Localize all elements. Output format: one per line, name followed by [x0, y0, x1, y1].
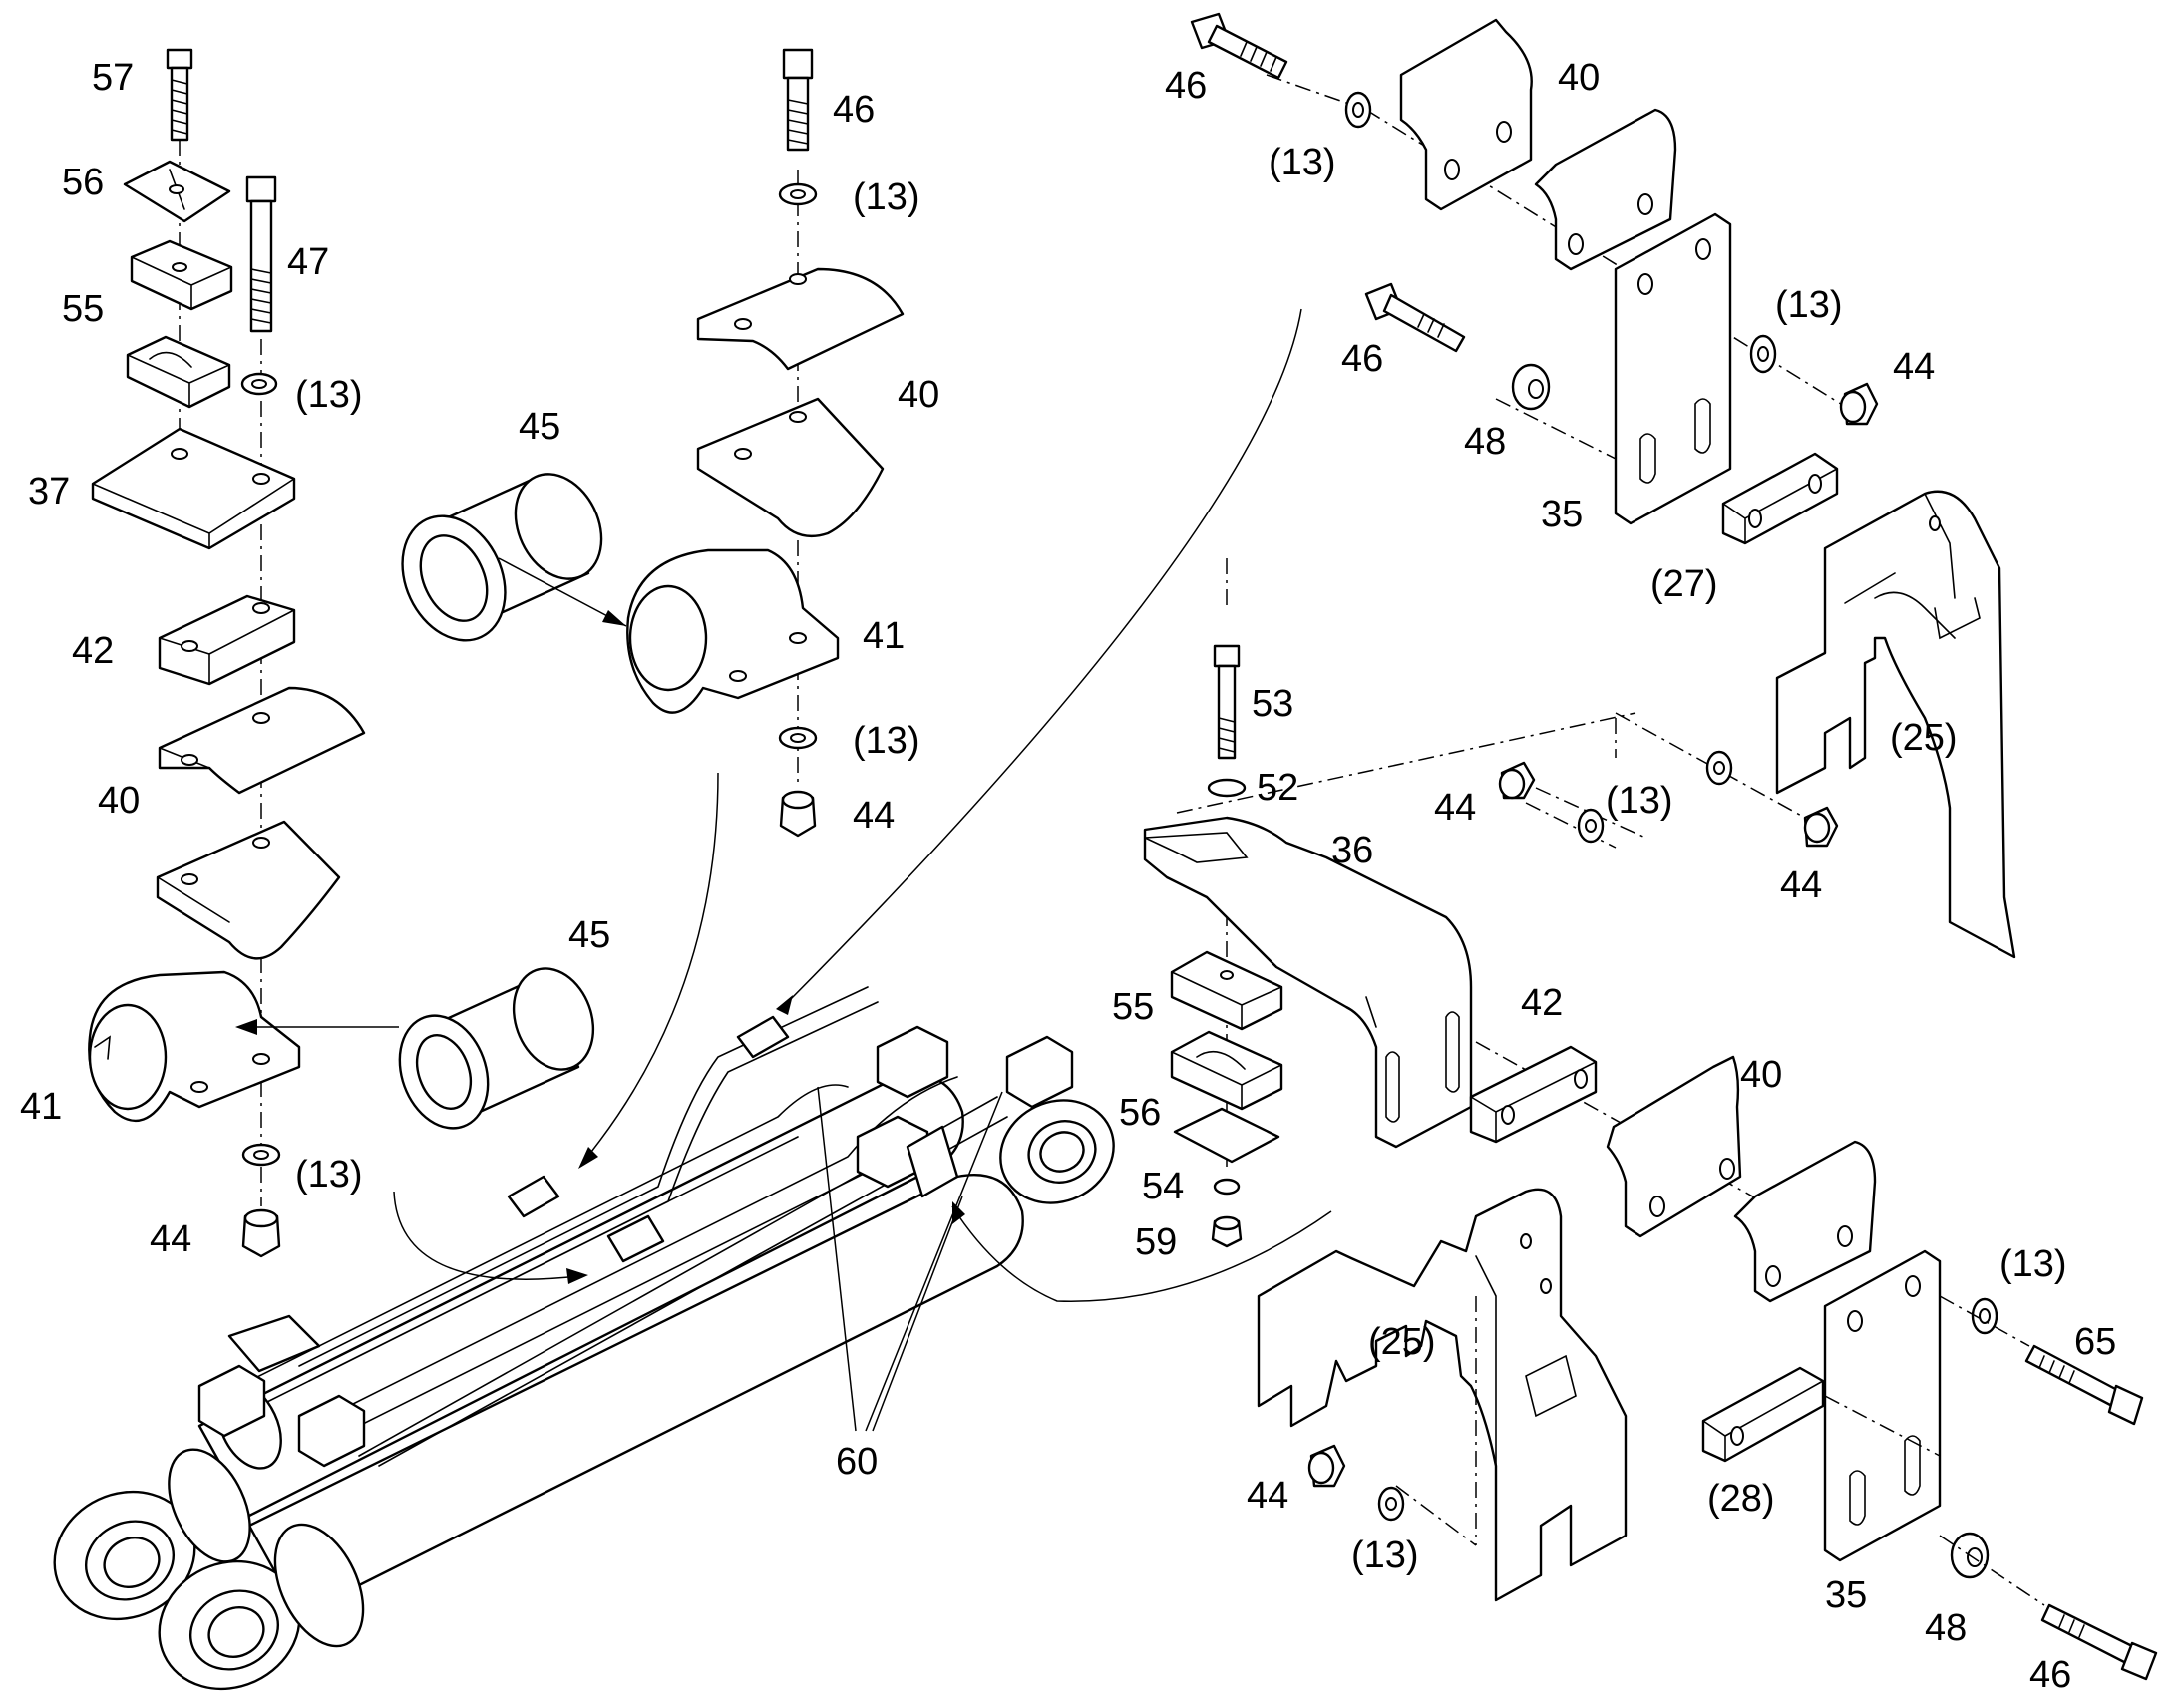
callout-46: 46 — [1165, 65, 1207, 107]
callout-45: 45 — [568, 914, 610, 956]
callout-46: 46 — [833, 89, 875, 131]
left-clamp-stack — [88, 48, 366, 1258]
bushing-45-lower — [235, 967, 595, 1130]
callout-28: (28) — [1707, 1478, 1775, 1520]
plate-56 — [123, 160, 231, 223]
leader-lines — [393, 308, 1332, 1432]
spacer-42-left — [158, 594, 296, 686]
callout-25: (25) — [1890, 717, 1958, 759]
bracket-36-assembly — [1143, 558, 1861, 1257]
callout-59: 59 — [1135, 1221, 1177, 1263]
saddle-40-left-upper — [158, 686, 366, 795]
lower-right-bracket-group — [1469, 1045, 2158, 1681]
callout-48: 48 — [1464, 421, 1506, 463]
callout-labels: 57 56 47 55 (13) 37 42 40 41 (13) 44 45 … — [20, 57, 2116, 1696]
callout-40: 40 — [98, 780, 140, 822]
bolt-47 — [245, 175, 277, 333]
callout-47: 47 — [287, 241, 329, 283]
plate-37 — [91, 427, 296, 550]
callout-13: (13) — [295, 374, 363, 416]
callout-57: 57 — [92, 57, 134, 99]
callout-13: (13) — [1606, 780, 1673, 822]
callout-40: 40 — [898, 374, 939, 416]
callout-46: 46 — [2029, 1654, 2071, 1696]
callout-54: 54 — [1142, 1166, 1184, 1207]
callout-13: (13) — [1999, 1243, 2067, 1285]
callout-25: (25) — [1368, 1321, 1436, 1363]
callout-60: 60 — [836, 1441, 878, 1483]
callout-53: 53 — [1252, 683, 1293, 725]
saddle-40-left-lower — [156, 820, 341, 960]
center-clamp-stack — [626, 48, 905, 838]
hydraulic-cylinder-assembly — [53, 986, 1115, 1691]
callout-44: 44 — [1434, 787, 1476, 829]
clamp-block-55-upper — [130, 239, 233, 311]
clamp-block-55-lower — [126, 335, 231, 409]
callout-13: (13) — [295, 1154, 363, 1196]
clamp-41-left — [88, 970, 301, 1123]
callout-13: (13) — [853, 720, 920, 762]
callout-44: 44 — [1893, 346, 1935, 388]
callout-55: 55 — [1112, 986, 1154, 1028]
nut-44-a — [241, 1208, 281, 1258]
callout-13: (13) — [1775, 284, 1843, 326]
upper-right-bracket-group — [1190, 12, 1879, 545]
callout-46: 46 — [1341, 338, 1383, 380]
callout-44: 44 — [1780, 864, 1822, 906]
callout-13: (13) — [1351, 1535, 1419, 1576]
bushing-45-upper — [401, 473, 627, 642]
callout-35: 35 — [1825, 1574, 1867, 1616]
callout-56: 56 — [1119, 1092, 1161, 1134]
callout-44: 44 — [853, 795, 895, 837]
callout-13: (13) — [853, 176, 920, 218]
bracket-25-upper — [1775, 490, 2016, 959]
callout-37: 37 — [28, 471, 70, 512]
callout-55: 55 — [62, 288, 104, 330]
callout-40: 40 — [1558, 57, 1600, 99]
callout-65: 65 — [2074, 1321, 2116, 1363]
bolt-57 — [166, 48, 193, 142]
callout-48: 48 — [1925, 1607, 1967, 1649]
bracket-25-lower — [1257, 1188, 1628, 1602]
callout-52: 52 — [1257, 767, 1298, 809]
callout-44: 44 — [1247, 1475, 1288, 1517]
callout-44: 44 — [150, 1218, 191, 1260]
callout-27: (27) — [1650, 563, 1718, 605]
callout-36: 36 — [1331, 830, 1373, 871]
callout-42: 42 — [72, 630, 114, 672]
callout-13: (13) — [1269, 142, 1336, 183]
callout-56: 56 — [62, 162, 104, 203]
callout-40: 40 — [1740, 1054, 1782, 1096]
callout-45: 45 — [519, 406, 560, 448]
callout-35: 35 — [1541, 494, 1583, 535]
callout-42: 42 — [1521, 982, 1563, 1024]
callout-41: 41 — [863, 615, 905, 657]
callout-41: 41 — [20, 1086, 62, 1128]
